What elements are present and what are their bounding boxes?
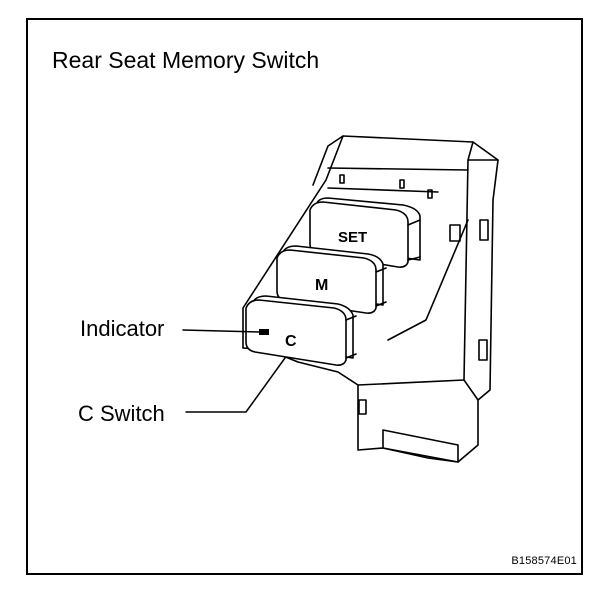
c-switch-leader-line — [185, 357, 286, 413]
connector — [382, 429, 459, 463]
housing-inner-edge — [387, 219, 469, 341]
housing-clip — [449, 224, 461, 242]
figure-code: B158574E01 — [511, 555, 577, 567]
c-button-label: C — [285, 333, 297, 350]
housing-tab — [399, 179, 405, 189]
housing-clip — [478, 339, 488, 361]
housing-clip — [479, 219, 489, 241]
indicator-lamp — [259, 329, 269, 335]
housing-tab — [427, 189, 433, 199]
diagram-frame: Rear Seat Memory Switch Indicator C Swit… — [26, 18, 583, 575]
c-switch-button: C — [245, 295, 357, 366]
housing-clip — [358, 399, 367, 415]
diagram-title: Rear Seat Memory Switch — [52, 47, 320, 73]
switch-illustration: SET M C — [182, 135, 499, 463]
c-switch-callout-label: C Switch — [78, 401, 165, 426]
m-button-label: M — [315, 277, 328, 294]
housing-side-edge — [357, 159, 479, 401]
set-button-label: SET — [338, 229, 367, 246]
m-button: M — [276, 245, 387, 314]
indicator-callout-label: Indicator — [80, 316, 165, 341]
housing-slot-line — [327, 167, 469, 193]
housing-tab — [339, 174, 345, 184]
set-button: SET — [309, 197, 421, 268]
indicator-leader-line — [182, 329, 262, 333]
